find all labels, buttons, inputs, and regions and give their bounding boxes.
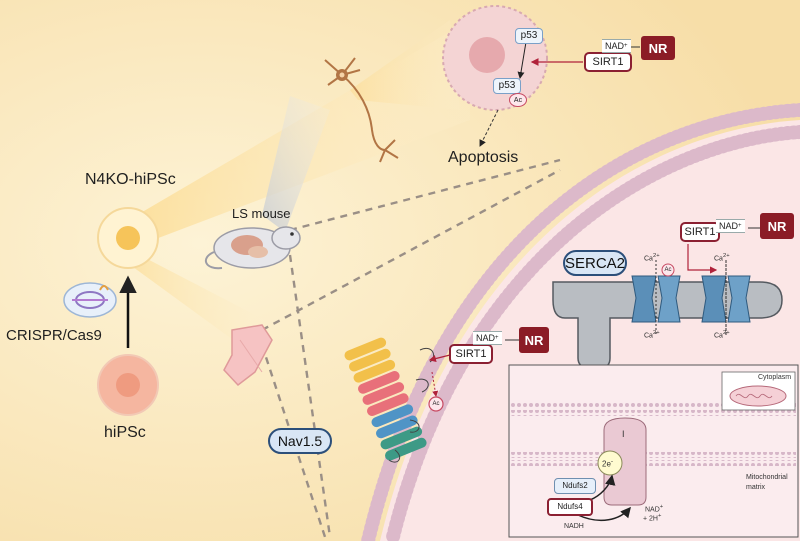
crispr-label: CRISPR/Cas9 bbox=[6, 327, 102, 344]
mito-inner-membrane bbox=[511, 452, 796, 466]
membrane-nad-box: NAD+ bbox=[473, 331, 502, 345]
neuron-icon bbox=[324, 57, 399, 163]
nad-product-label-2: + 2H+ bbox=[643, 513, 662, 523]
nucleolus bbox=[469, 37, 505, 73]
electron-transfer-arrow bbox=[589, 474, 616, 501]
serca-sirt1-box: SIRT1 bbox=[680, 222, 720, 242]
serca-sirt1-arrow bbox=[687, 244, 718, 274]
ndufs2-box: Ndufs2 bbox=[554, 478, 596, 494]
apoptosis-label: Apoptosis bbox=[448, 149, 519, 166]
beam-to-cardiomyocyte bbox=[118, 250, 265, 345]
nav15-channel bbox=[344, 337, 435, 463]
n4ko-hipsc-nucleus bbox=[116, 226, 140, 250]
membrane-nr-box: NR bbox=[519, 327, 549, 353]
membrane-sirt1-box: SIRT1 bbox=[449, 344, 493, 364]
membrane-ac-text: Ac bbox=[432, 401, 440, 407]
cardiomyocyte-striation bbox=[239, 339, 263, 373]
ls-mouse-icon bbox=[204, 226, 301, 270]
crispr-plasmid-icon bbox=[63, 282, 117, 318]
mito-matrix-label-2: matrix bbox=[746, 484, 766, 491]
ndufs4-box: Ndufs4 bbox=[547, 498, 593, 516]
ls-mouse-label: LS mouse bbox=[232, 206, 291, 221]
nucleus-sirt1-box: SIRT1 bbox=[584, 52, 632, 72]
ca-top-right: Ca2+ bbox=[714, 253, 730, 263]
serca-ac-circle bbox=[661, 263, 675, 277]
ca-bottom-left: Ca2+ bbox=[644, 330, 660, 340]
cell-membrane-inner bbox=[385, 125, 800, 541]
complex-i-label: I bbox=[622, 429, 625, 439]
serca-nad-box: NAD+ bbox=[716, 219, 745, 233]
membrane-ac-arrow bbox=[431, 371, 439, 397]
nav15-pill: Nav1.5 bbox=[268, 428, 332, 454]
hipsc-nucleus bbox=[116, 373, 140, 397]
cardiomyocyte-icon bbox=[223, 324, 273, 387]
p53-acetylation-arrow bbox=[517, 41, 527, 79]
nad-product-label-1: NAD+ bbox=[645, 504, 664, 514]
nucleus-nr-box: NR bbox=[641, 36, 675, 60]
membrane-ac-circle bbox=[428, 396, 444, 412]
nadh-oxidation-arrow bbox=[577, 506, 631, 522]
nucleus-nad-box: NAD+ bbox=[602, 39, 631, 53]
ca-bottom-right: Ca2+ bbox=[714, 330, 730, 340]
p53-acetylated-box: p53 bbox=[493, 78, 521, 94]
neuron-soma-core bbox=[339, 72, 345, 78]
mito-outer-membrane bbox=[511, 402, 796, 416]
mitochondrion-cristae bbox=[735, 393, 773, 399]
projection-lines bbox=[260, 158, 561, 538]
serca-nr-box: NR bbox=[760, 213, 794, 239]
beam-mouse-neuron bbox=[262, 96, 330, 232]
serca-ac-text: Ac bbox=[664, 267, 672, 273]
p53-box: p53 bbox=[515, 28, 543, 44]
serca2-pump-left bbox=[631, 260, 681, 336]
serca2-pump-right bbox=[701, 260, 751, 336]
serca2-pill: SERCA2 bbox=[563, 250, 627, 276]
mitochondrion-icon bbox=[729, 385, 787, 407]
ca-top-left: Ca2+ bbox=[644, 253, 660, 263]
cytoplasm-label: Cytoplasm bbox=[758, 374, 792, 381]
nadh-label: NADH bbox=[564, 523, 584, 530]
hipsc-label: hiPSc bbox=[104, 424, 146, 441]
n4ko-hipsc-label: N4KO-hiPSc bbox=[85, 171, 176, 188]
mito-matrix-label-1: Mitochondrial bbox=[746, 474, 788, 481]
beam-neuron-nucleus bbox=[350, 20, 460, 110]
electron-label: 2e- bbox=[602, 458, 614, 469]
ac-circle: Ac bbox=[509, 93, 527, 107]
apoptosis-arrow bbox=[479, 109, 499, 147]
